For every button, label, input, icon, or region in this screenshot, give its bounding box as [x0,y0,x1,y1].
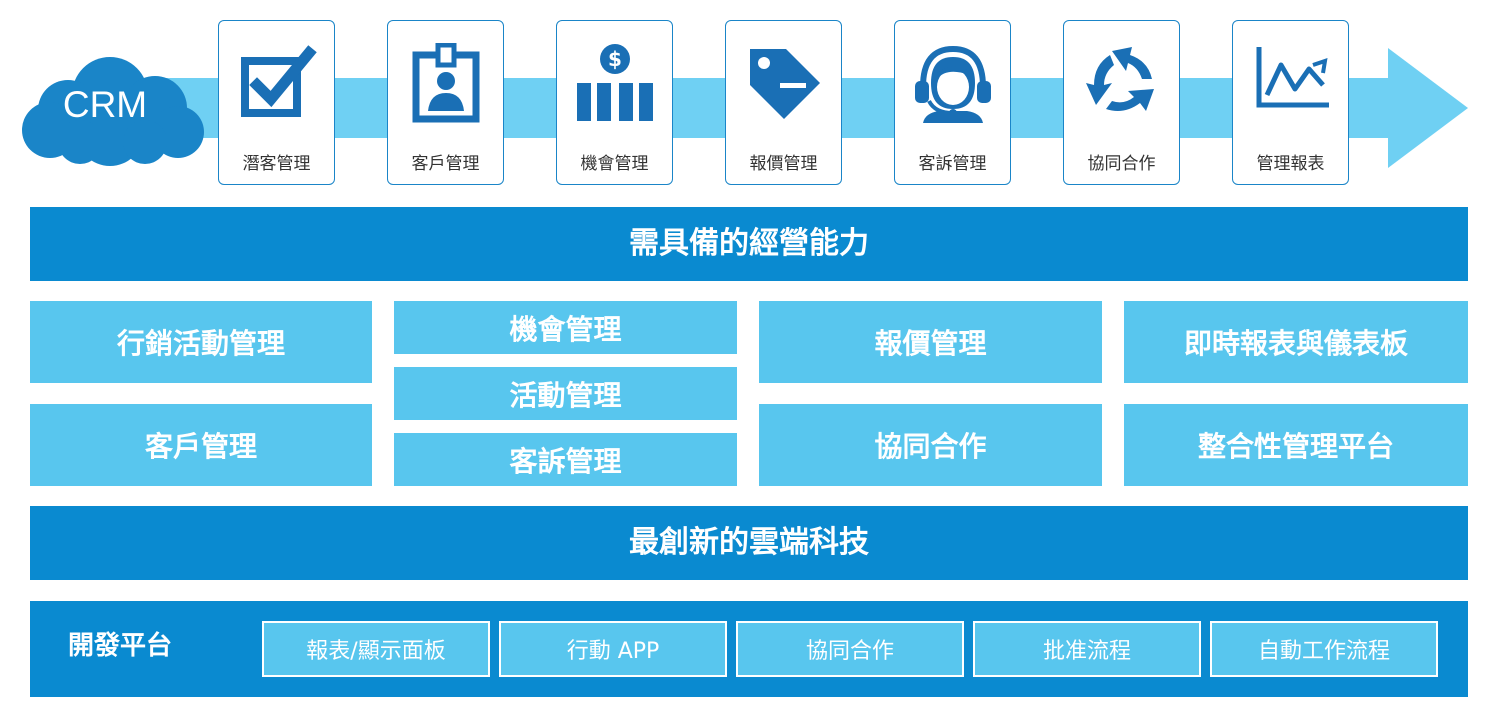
checkbox-icon [241,45,317,117]
development-platform: 開發平台 報表/顯示面板 行動 APP 協同合作 批准流程 自動工作流程 [30,601,1468,697]
capability-tile-customer: 客戶管理 [30,404,372,486]
capability-tile-collaboration: 協同合作 [759,404,1102,486]
module-label: 機會管理 [580,154,649,174]
module-label: 客戶管理 [411,154,480,174]
module-label: 管理報表 [1256,154,1325,174]
module-card-report[interactable]: 管理報表 [1232,20,1349,185]
flow-arrow-head [1388,48,1468,168]
technology-title-band: 最創新的雲端科技 [30,506,1468,580]
capability-tile-opportunity: 機會管理 [394,301,737,354]
module-card-quote[interactable]: 報價管理 [725,20,842,185]
price-tag-icon [750,49,820,119]
cycle-arrows-icon [1086,47,1154,111]
platform-item-workflow: 自動工作流程 [1210,621,1438,677]
money-chart-icon: $ [577,44,653,121]
svg-text:$: $ [608,47,622,71]
platform-item-reports: 報表/顯示面板 [262,621,490,677]
platform-item-approval: 批准流程 [973,621,1201,677]
capability-tile-quote: 報價管理 [759,301,1102,383]
cloud-icon [22,57,204,166]
module-label: 協同合作 [1087,154,1156,174]
module-card-collaboration[interactable]: 協同合作 [1063,20,1180,185]
headset-agent-icon [915,45,991,123]
module-card-customer[interactable]: 客戶管理 [387,20,504,185]
module-label: 客訴管理 [918,154,987,174]
module-card-prospect[interactable]: 潛客管理 [218,20,335,185]
capability-tile-dashboard: 即時報表與儀表板 [1124,301,1468,383]
capability-tile-complaint: 客訴管理 [394,433,737,486]
platform-item-mobile-app: 行動 APP [499,621,727,677]
module-card-complaint[interactable]: 客訴管理 [894,20,1011,185]
crm-label: CRM [62,84,148,125]
capability-tile-activity: 活動管理 [394,367,737,420]
module-label: 潛客管理 [242,154,311,174]
line-chart-icon [1256,47,1329,108]
capabilities-title-band: 需具備的經營能力 [30,207,1468,281]
capability-tile-platform: 整合性管理平台 [1124,404,1468,486]
id-badge-icon [412,43,480,123]
module-card-opportunity[interactable]: $ 機會管理 [556,20,673,185]
capability-tile-marketing: 行銷活動管理 [30,301,372,383]
platform-label: 開發平台 [68,631,173,661]
module-label: 報價管理 [749,154,818,174]
platform-item-collaboration: 協同合作 [736,621,964,677]
